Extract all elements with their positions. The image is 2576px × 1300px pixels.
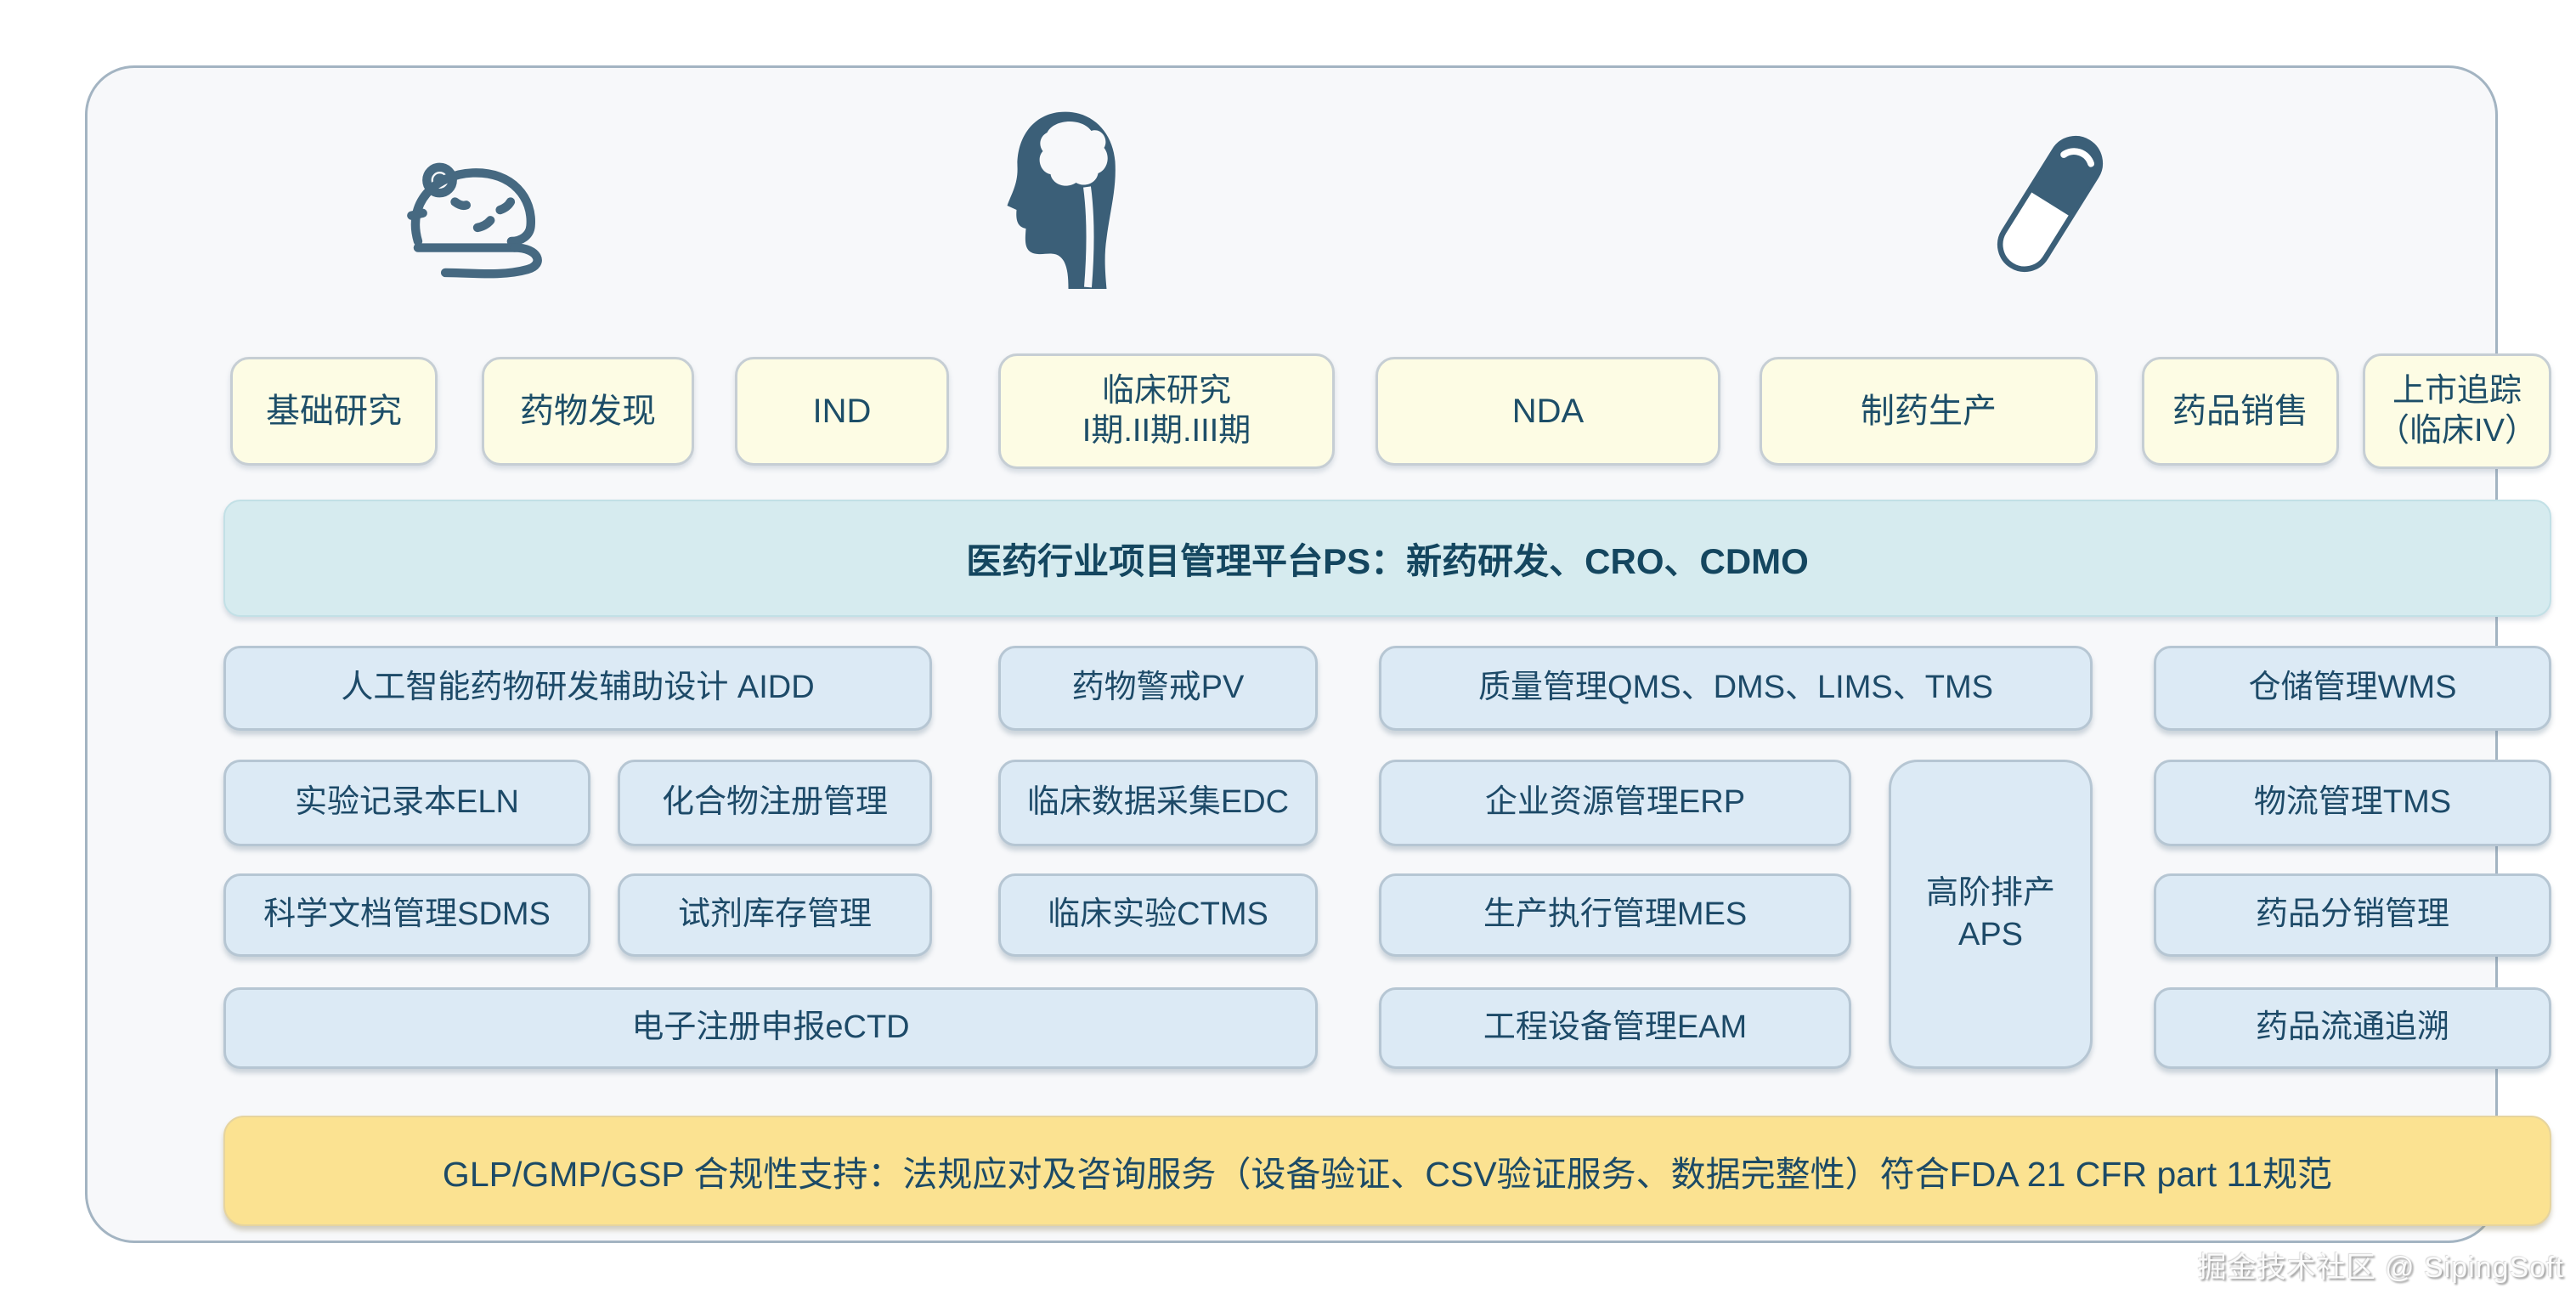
stage-drug-sales: 药品销售 (2142, 357, 2339, 466)
module-label: 药物警戒PV (1071, 670, 1245, 706)
compliance-banner: GLP/GMP/GSP 合规性支持：法规应对及咨询服务（设备验证、CSV验证服务… (223, 1116, 2551, 1226)
stage-ind: IND (735, 357, 949, 466)
module-label: 临床数据采集EDC (1026, 784, 1290, 821)
module-drug-distribution: 药品分销管理 (2154, 873, 2551, 957)
compliance-banner-label: GLP/GMP/GSP 合规性支持：法规应对及咨询服务（设备验证、CSV验证服务… (442, 1155, 2333, 1194)
module-label: 试剂库存管理 (677, 896, 872, 933)
module-ectd: 电子注册申报eCTD (223, 987, 1318, 1069)
stage-basic-research: 基础研究 (230, 357, 438, 466)
watermark-label: 掘金技术社区 @ SipingSoft (2197, 1252, 2564, 1284)
module-label: 高阶排产 (1925, 874, 2055, 911)
stage-label: 临床研究 (1101, 372, 1231, 409)
stage-label: 基础研究 (266, 393, 402, 430)
module-qms: 质量管理QMS、DMS、LIMS、TMS (1379, 646, 2093, 731)
module-mes: 生产执行管理MES (1379, 873, 1851, 957)
module-sublabel: APS (1957, 917, 2024, 952)
stage-label: IND (812, 393, 872, 430)
module-drug-circulation-trace: 药品流通追溯 (2154, 987, 2551, 1069)
diagram-container: 基础研究 药物发现 IND 临床研究 I期.II期.III期 NDA 制药生产 … (85, 65, 2551, 1243)
module-label: 科学文档管理SDMS (263, 896, 551, 933)
stage-sublabel: （临床IV） (2377, 413, 2537, 449)
module-label: 生产执行管理MES (1483, 896, 1748, 933)
module-pv: 药物警戒PV (998, 646, 1318, 731)
stage-clinical-research: 临床研究 I期.II期.III期 (998, 353, 1335, 469)
module-label: 质量管理QMS、DMS、LIMS、TMS (1478, 670, 1993, 706)
module-label: 企业资源管理ERP (1484, 784, 1746, 821)
human-head-brain-icon (1001, 109, 1124, 291)
capsule-pill-icon (1982, 115, 2118, 293)
module-aidd: 人工智能药物研发辅助设计 AIDD (223, 646, 932, 731)
module-label: 人工智能药物研发辅助设计 AIDD (341, 670, 815, 706)
module-eln: 实验记录本ELN (223, 760, 590, 846)
module-label: 实验记录本ELN (295, 784, 519, 821)
module-label: 工程设备管理EAM (1483, 1009, 1748, 1046)
platform-banner: 医药行业项目管理平台PS：新药研发、CRO、CDMO (223, 500, 2551, 617)
stage-label: 药品销售 (2172, 393, 2308, 430)
module-eam: 工程设备管理EAM (1379, 987, 1851, 1069)
module-label: 化合物注册管理 (661, 784, 888, 821)
module-ctms: 临床实验CTMS (998, 873, 1318, 957)
stage-label: 制药生产 (1861, 393, 1997, 430)
stage-drug-discovery: 药物发现 (482, 357, 694, 466)
module-compound-registration: 化合物注册管理 (618, 760, 932, 846)
platform-banner-label: 医药行业项目管理平台PS：新药研发、CRO、CDMO (966, 540, 1809, 581)
module-wms: 仓储管理WMS (2154, 646, 2551, 731)
module-label: 临床实验CTMS (1048, 896, 1268, 933)
module-tms-logistics: 物流管理TMS (2154, 760, 2551, 846)
stage-nda: NDA (1376, 357, 1720, 466)
stage-label: 上市追踪 (2392, 372, 2522, 409)
lab-mouse-icon (393, 134, 563, 287)
module-label: 电子注册申报eCTD (631, 1009, 910, 1046)
module-edc: 临床数据采集EDC (998, 760, 1318, 846)
stage-label: 药物发现 (520, 393, 656, 430)
stage-label: NDA (1511, 393, 1585, 430)
watermark: 掘金技术社区 @ SipingSoft (2198, 1244, 2564, 1286)
module-sdms: 科学文档管理SDMS (223, 873, 590, 957)
module-label: 物流管理TMS (2253, 784, 2452, 821)
module-label: 药品分销管理 (2255, 896, 2449, 933)
stage-manufacturing: 制药生产 (1760, 357, 2098, 466)
stage-sublabel: I期.II期.III期 (1082, 413, 1251, 449)
module-reagent-inventory: 试剂库存管理 (618, 873, 932, 957)
module-label: 药品流通追溯 (2255, 1009, 2449, 1046)
stage-post-market-tracking: 上市追踪 （临床IV） (2363, 353, 2551, 469)
module-label: 仓储管理WMS (2248, 670, 2457, 706)
module-aps: 高阶排产 APS (1889, 760, 2093, 1069)
module-erp: 企业资源管理ERP (1379, 760, 1851, 846)
